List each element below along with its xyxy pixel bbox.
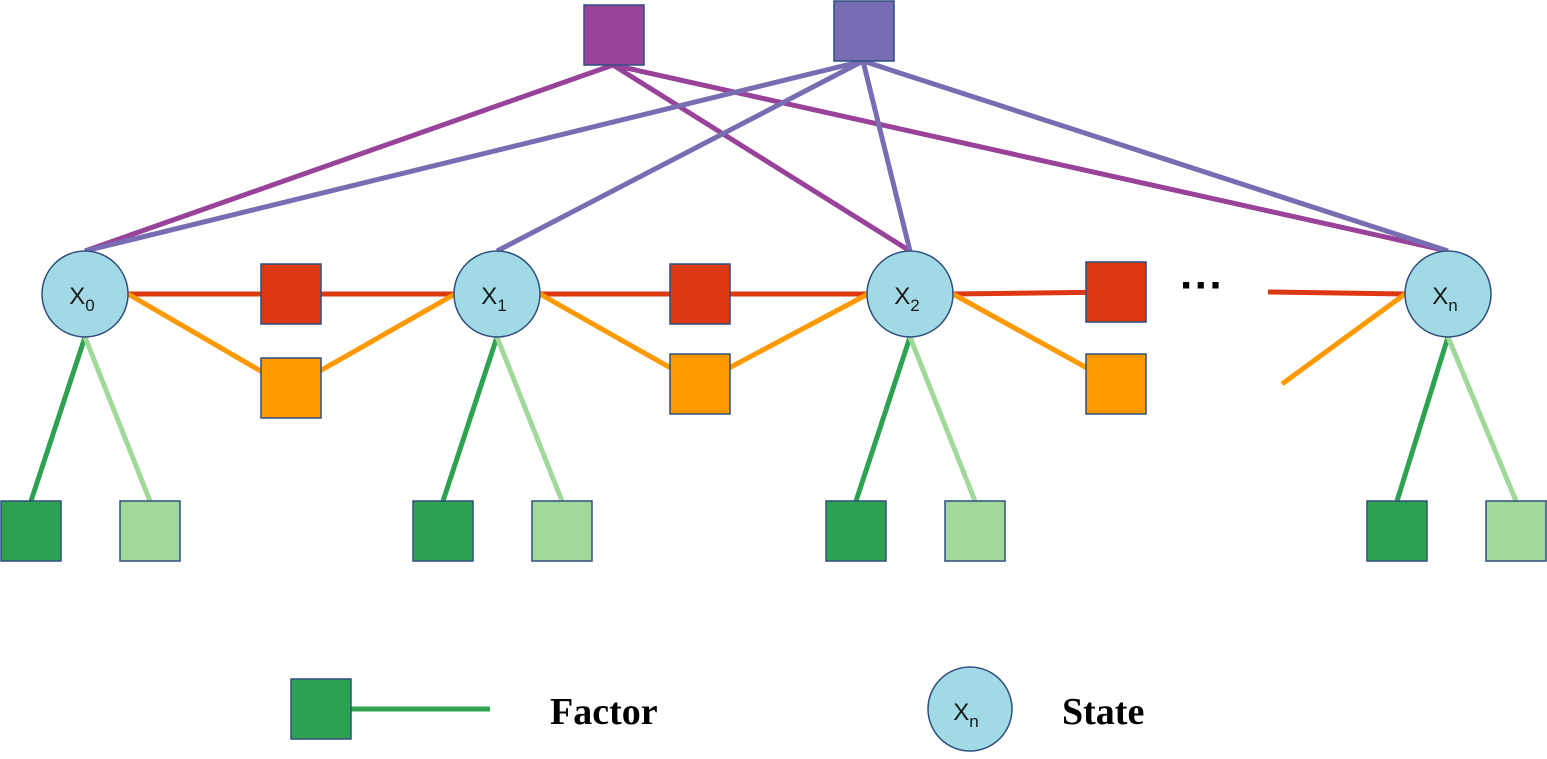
factor-light-green-1	[531, 500, 593, 562]
edge-orange-prev-xn	[1280, 291, 1407, 387]
factor-light-green-2	[944, 500, 1006, 562]
edges-layer	[28, 58, 1519, 502]
state-letter: X	[69, 283, 85, 310]
factor-red-2	[669, 263, 731, 325]
factor-red-3	[1085, 261, 1147, 323]
edge-light-green-0	[82, 336, 153, 502]
factor-violet	[833, 0, 895, 62]
edge-purple-x0	[84, 62, 614, 254]
state-label: X0	[69, 283, 94, 315]
state-circle	[1404, 250, 1492, 338]
state-node-0: X0	[41, 250, 129, 338]
edge-violet-x0	[84, 58, 864, 254]
edge-dark-green-2	[853, 336, 913, 502]
edge-red-prev-xn	[1267, 289, 1406, 297]
factor-orange-3	[1085, 353, 1147, 415]
edge-violet-x2	[860, 60, 913, 252]
edge-violet-xn	[862, 58, 1449, 254]
edge-violet-x1	[495, 58, 865, 254]
ellipsis: ···	[1180, 261, 1224, 310]
factor-orange-1	[260, 357, 322, 419]
edge-purple-x2	[611, 62, 912, 254]
legend-state-subscript: n	[969, 712, 978, 731]
state-node-1: X1	[453, 250, 541, 338]
legend-state-letter: X	[953, 699, 969, 726]
factor-dark-green-2	[825, 500, 887, 562]
state-node-2: X2	[866, 250, 954, 338]
state-label: X1	[481, 283, 506, 315]
edge-dark-green-3	[1394, 336, 1451, 502]
state-letter: X	[894, 283, 910, 310]
state-circle	[866, 250, 954, 338]
legend-state-circle	[927, 666, 1013, 752]
state-node-3: Xn	[1404, 250, 1492, 338]
legend: Factor Xn State	[290, 666, 1144, 752]
edge-light-green-1	[494, 336, 565, 502]
state-subscript: 0	[85, 296, 94, 315]
factor-orange-2	[669, 353, 731, 415]
state-label: X2	[894, 283, 919, 315]
state-subscript: 1	[497, 296, 506, 315]
legend-factor-label: Factor	[550, 691, 658, 733]
factor-purple	[583, 4, 645, 66]
state-circle	[41, 250, 129, 338]
factor-light-green-3	[1485, 500, 1547, 562]
edge-light-green-2	[907, 336, 978, 502]
edge-purple-xn	[612, 62, 1449, 254]
state-letter: X	[1432, 283, 1448, 310]
state-circle	[453, 250, 541, 338]
legend-factor-square	[290, 678, 352, 740]
state-subscript: 2	[910, 296, 919, 315]
edge-dark-green-0	[28, 336, 88, 502]
legend-state-label: State	[1062, 691, 1144, 733]
factor-dark-green-3	[1366, 500, 1428, 562]
factor-light-green-0	[119, 500, 181, 562]
factor-red-1	[260, 263, 322, 325]
factor-dark-green-1	[412, 500, 474, 562]
factor-dark-green-0	[0, 500, 62, 562]
state-subscript: n	[1448, 296, 1457, 315]
legend-state-symbol: Xn	[953, 699, 978, 731]
edge-light-green-3	[1445, 336, 1519, 502]
state-letter: X	[481, 283, 497, 310]
state-label: Xn	[1432, 283, 1457, 315]
edge-dark-green-1	[440, 336, 500, 502]
factors-layer	[0, 0, 1547, 562]
